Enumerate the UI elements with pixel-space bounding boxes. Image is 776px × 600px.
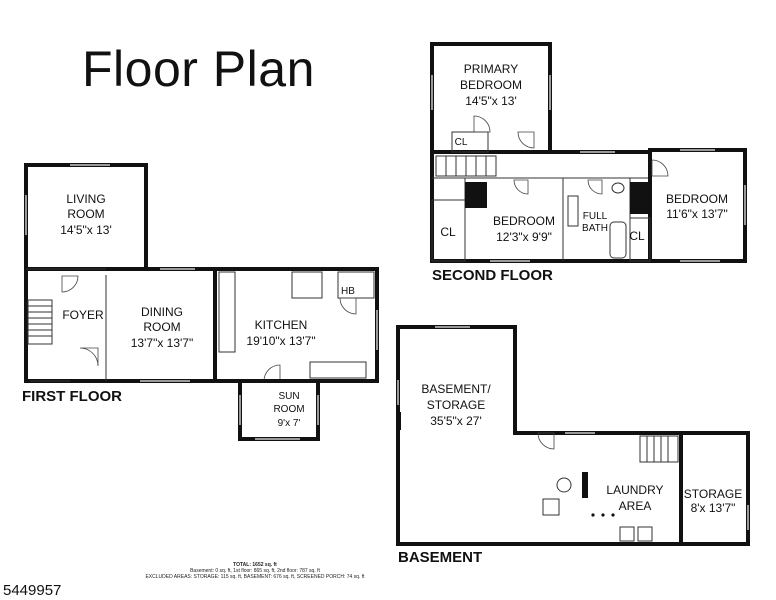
- entry-door-swing: [79, 347, 99, 367]
- basement-stairs: [639, 435, 679, 463]
- basement-wall-block: [396, 412, 401, 430]
- storage-dims: 8'x 13'7": [691, 501, 736, 515]
- foyer-door-swing: [61, 275, 79, 293]
- dining-room-label: DINING: [141, 305, 183, 319]
- footer-total: TOTAL: 1652 sq. ft: [233, 562, 277, 568]
- bedroom3-label: BEDROOM: [666, 192, 728, 206]
- living-room-label: LIVING: [66, 192, 105, 206]
- kitchen-counter-bottom: [309, 361, 367, 379]
- full-bath-label: FULL: [583, 211, 608, 222]
- hb-door-swing: [339, 297, 357, 315]
- primary-closet: [451, 131, 489, 153]
- primary-bedroom-label: PRIMARY: [464, 62, 518, 76]
- left-closet: [431, 199, 466, 262]
- second-floor-plan: PRIMARY BEDROOM 14'5"x 13' CL BEDROOM 12…: [430, 42, 747, 284]
- chimney-block-left: [465, 182, 487, 208]
- full-bath-label-2: BATH: [582, 223, 608, 234]
- primary-bedroom-label-2: BEDROOM: [460, 78, 522, 92]
- second-floor-stairs: [435, 155, 497, 177]
- toilet: [611, 182, 625, 194]
- kitchen-label: KITCHEN: [255, 318, 308, 332]
- dining-room-label-2: ROOM: [143, 320, 180, 334]
- page-title: Floor Plan: [82, 41, 315, 97]
- basement-label-2: STORAGE: [427, 398, 485, 412]
- half-bath-label: HB: [341, 286, 355, 297]
- living-room-label-2: ROOM: [67, 207, 104, 221]
- water-heater: [556, 477, 572, 493]
- bath-vanity: [567, 195, 579, 227]
- sunroom-door-swing: [263, 364, 281, 382]
- sunroom-label-2: ROOM: [273, 404, 304, 415]
- basement-label: BASEMENT/: [421, 382, 491, 396]
- furnace: [542, 498, 560, 516]
- basement-walls: [396, 325, 750, 546]
- primary-door-swing: [473, 115, 491, 133]
- footer-line-1: Basement: 0 sq. ft, 1st floor: 865 sq. f…: [190, 568, 320, 574]
- bedroom2-door-swing: [513, 179, 529, 195]
- basement-dims: 35'5"x 27': [430, 414, 482, 428]
- first-floor-plan: LIVING ROOM 14'5"x 13' FOYER DINING ROOM…: [22, 163, 379, 441]
- listing-id: 5449957: [3, 582, 62, 599]
- basement-floor-label: BASEMENT: [398, 549, 482, 566]
- living-room-dims: 14'5"x 13': [60, 223, 112, 237]
- laundry-label: LAUNDRY: [606, 483, 663, 497]
- bedroom3-dims: 11'6"x 13'7": [666, 207, 728, 221]
- kitchen-counter-top: [291, 271, 323, 299]
- bedroom2-label: BEDROOM: [493, 214, 555, 228]
- primary-bedroom-dims: 14'5"x 13': [465, 94, 517, 108]
- kitchen-counter-left: [218, 271, 236, 353]
- foyer-label: FOYER: [62, 308, 104, 322]
- left-closet-label: CL: [440, 225, 456, 239]
- bathtub: [609, 221, 627, 259]
- foyer-stairs: [27, 299, 53, 345]
- right-closet: [629, 217, 651, 262]
- foyer-dining-walls: [24, 269, 217, 383]
- kitchen-dims: 19'10"x 13'7": [246, 334, 315, 348]
- sunroom-dims: 9'x 7': [278, 418, 301, 429]
- washer: [619, 526, 635, 542]
- chimney-block-right: [630, 182, 650, 214]
- sunroom-label: SUN: [278, 391, 299, 402]
- primary-closet-door-swing: [517, 131, 535, 149]
- primary-closet-label: CL: [455, 137, 468, 148]
- footer-totals: TOTAL: 1652 sq. ft Basement: 0 sq. ft, 1…: [140, 562, 370, 580]
- storage-label: STORAGE: [684, 487, 742, 501]
- basement-plan: BASEMENT/ STORAGE 35'5"x 27' LAUNDRY ARE…: [396, 325, 750, 566]
- right-closet-label: CL: [629, 229, 645, 243]
- footer-line-2: EXCLUDED AREAS: STORAGE: 115 sq. ft, BAS…: [145, 574, 365, 580]
- bedroom3-door-swing: [651, 159, 669, 177]
- chimney-stack: [582, 472, 588, 498]
- laundry-label-2: AREA: [619, 499, 652, 513]
- basement-door-swing: [537, 432, 555, 450]
- dining-room-dims: 13'7"x 13'7": [131, 336, 193, 350]
- bath-door-swing: [587, 179, 603, 195]
- dryer: [637, 526, 653, 542]
- bedroom2-dims: 12'3"x 9'9": [496, 230, 552, 244]
- second-floor-label: SECOND FLOOR: [432, 267, 553, 284]
- first-floor-label: FIRST FLOOR: [22, 388, 122, 405]
